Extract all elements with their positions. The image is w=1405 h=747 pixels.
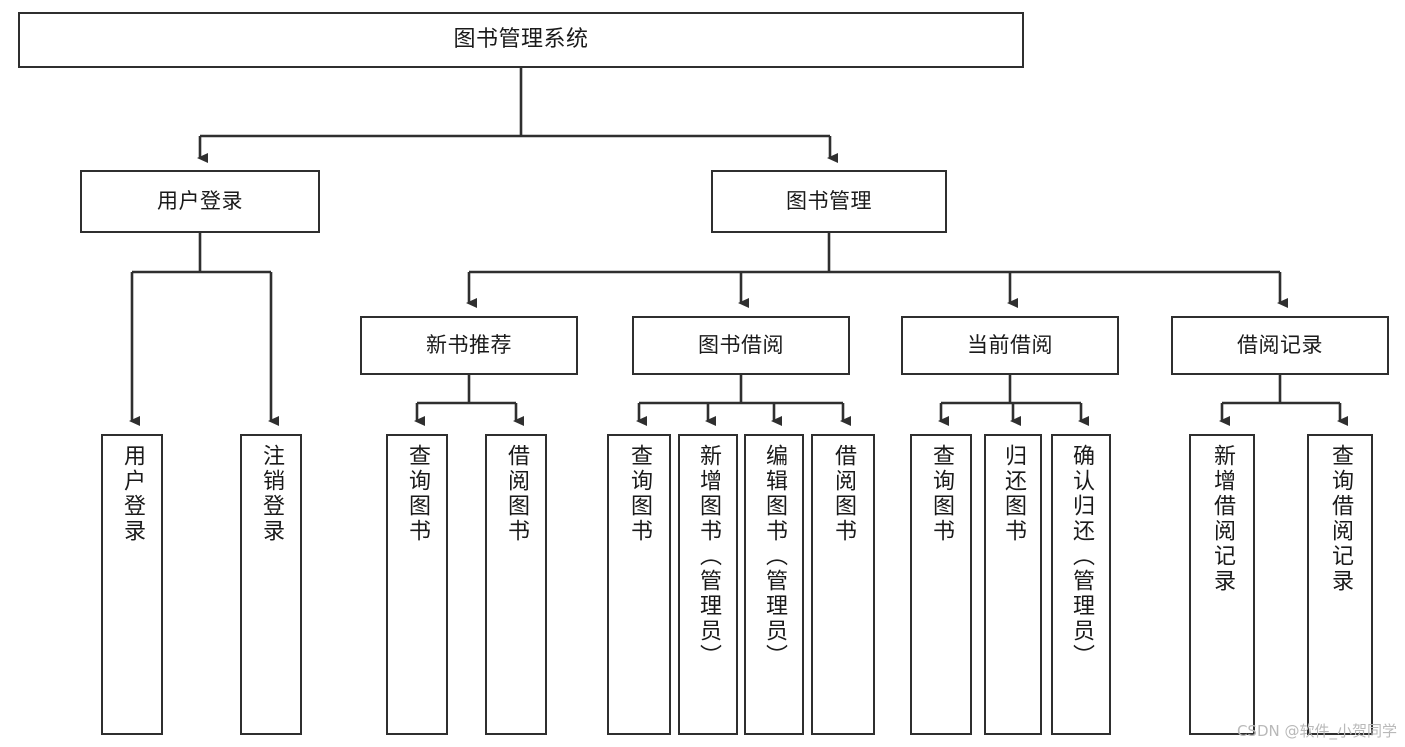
node-label: 确认归还（管理员）	[1069, 444, 1094, 669]
node-label: 图书管理系统	[453, 26, 589, 52]
node-label: 归还图书	[1001, 444, 1026, 544]
node-label: 新增图书（管理员）	[696, 444, 721, 669]
node-label: 用户登录	[120, 444, 145, 544]
node-user-login[interactable]: 用户登录	[80, 170, 320, 233]
leaf-add-borrow-record[interactable]: 新增借阅记录	[1189, 434, 1255, 735]
node-label: 查询图书	[405, 444, 430, 544]
node-label: 图书管理	[786, 188, 872, 213]
leaf-user-login[interactable]: 用户登录	[101, 434, 163, 735]
node-label: 查询图书	[929, 444, 954, 544]
node-book-manage[interactable]: 图书管理	[711, 170, 947, 233]
node-label: 图书借阅	[698, 332, 784, 357]
node-label: 注销登录	[259, 444, 284, 544]
leaf-confirm-return-admin[interactable]: 确认归还（管理员）	[1051, 434, 1111, 735]
node-root-library-system[interactable]: 图书管理系统	[18, 12, 1024, 68]
node-label: 用户登录	[157, 188, 243, 213]
leaf-borrow-book[interactable]: 借阅图书	[811, 434, 875, 735]
node-label: 查询借阅记录	[1328, 444, 1353, 594]
leaf-borrow-book-recommend[interactable]: 借阅图书	[485, 434, 547, 735]
leaf-query-borrow-record[interactable]: 查询借阅记录	[1307, 434, 1373, 735]
node-label: 当前借阅	[967, 332, 1053, 357]
node-label: 借阅图书	[831, 444, 856, 544]
csdn-watermark: CSDN @软件_小贺同学	[1236, 722, 1397, 740]
node-new-book-recommend[interactable]: 新书推荐	[360, 316, 578, 375]
node-borrow-record[interactable]: 借阅记录	[1171, 316, 1389, 375]
node-label: 编辑图书（管理员）	[762, 444, 787, 669]
node-current-borrow[interactable]: 当前借阅	[901, 316, 1119, 375]
node-label: 借阅记录	[1237, 332, 1323, 357]
leaf-query-book-recommend[interactable]: 查询图书	[386, 434, 448, 735]
node-label: 新书推荐	[426, 332, 512, 357]
node-label: 借阅图书	[504, 444, 529, 544]
leaf-query-book-borrow[interactable]: 查询图书	[607, 434, 671, 735]
node-book-borrow[interactable]: 图书借阅	[632, 316, 850, 375]
leaf-return-book[interactable]: 归还图书	[984, 434, 1042, 735]
leaf-logout[interactable]: 注销登录	[240, 434, 302, 735]
leaf-edit-book-admin[interactable]: 编辑图书（管理员）	[744, 434, 804, 735]
leaf-add-book-admin[interactable]: 新增图书（管理员）	[678, 434, 738, 735]
node-label: 新增借阅记录	[1210, 444, 1235, 594]
node-label: 查询图书	[627, 444, 652, 544]
leaf-query-book-current[interactable]: 查询图书	[910, 434, 972, 735]
